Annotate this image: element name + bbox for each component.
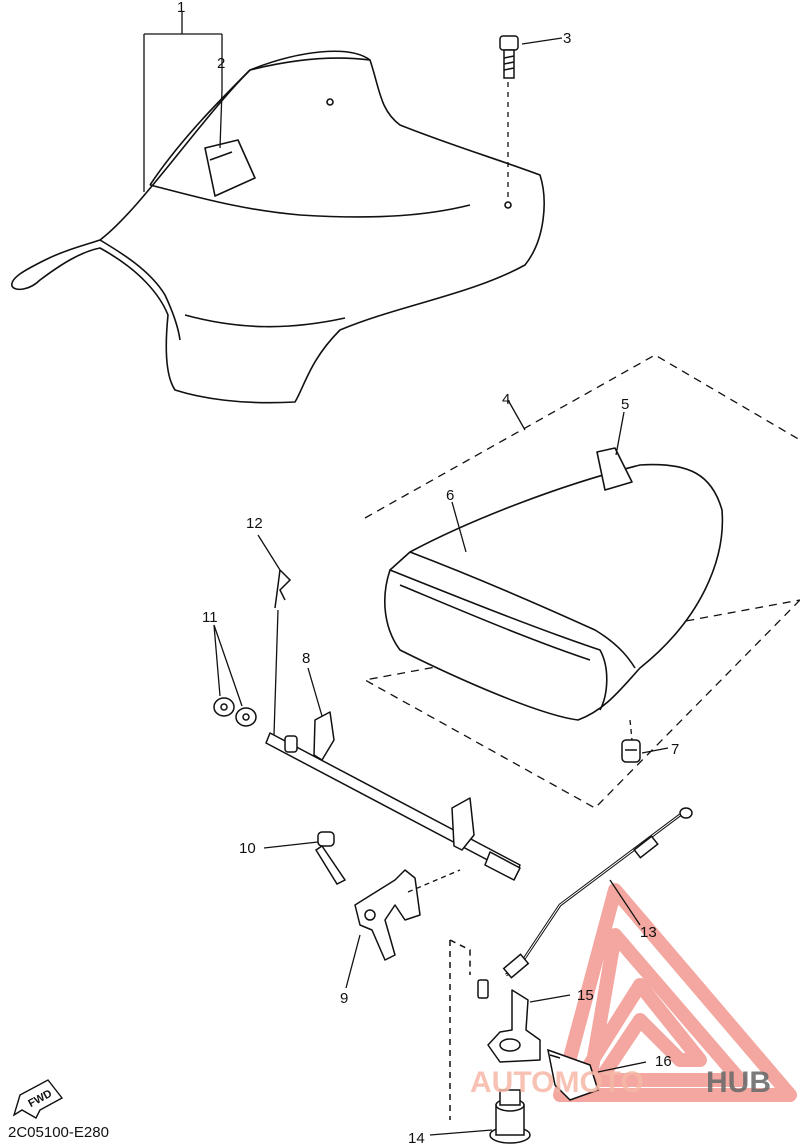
- watermark-text-a: AUTOMOTO: [470, 1066, 644, 1099]
- part-number-6: 6: [446, 487, 455, 504]
- part-number-7: 7: [671, 741, 680, 758]
- part-number-9: 9: [340, 990, 349, 1007]
- bolt-part-3: [499, 35, 519, 79]
- damper-part-7: [621, 739, 641, 763]
- bracket-part-9: [354, 869, 421, 961]
- part-number-4: 4: [502, 391, 511, 408]
- leader-lines: [143, 12, 669, 1136]
- part-number-12: 12: [246, 515, 263, 532]
- part-number-11: 11: [202, 609, 218, 626]
- part-number-3: 3: [563, 30, 572, 47]
- part-number-10: 10: [239, 840, 256, 857]
- plate-part-15: [487, 989, 541, 1063]
- part-number-8: 8: [302, 650, 311, 667]
- seat-part-1: [11, 50, 545, 404]
- cable-part-13: [502, 807, 693, 979]
- rod-part-8: [265, 711, 521, 881]
- bolt-part-10: [314, 831, 347, 885]
- diagram-code: 2C05100-E280: [8, 1124, 109, 1141]
- part-number-5: 5: [621, 396, 630, 413]
- part-number-13: 13: [640, 924, 657, 941]
- watermark-text-b: HUB: [706, 1066, 771, 1099]
- part-number-1: 1: [177, 0, 186, 16]
- clip-part-12: [274, 569, 292, 609]
- part-number-14: 14: [408, 1130, 425, 1147]
- part-number-15: 15: [577, 987, 594, 1004]
- bracket-part-16: [547, 1048, 599, 1101]
- collars-part-11: [213, 697, 257, 727]
- part-number-2: 2: [217, 55, 226, 72]
- part-number-16: 16: [655, 1053, 672, 1070]
- lock-part-14: [449, 939, 531, 1144]
- fwd-arrow-icon: FWD: [12, 1079, 64, 1119]
- pillion-seat-part-4: [384, 447, 724, 721]
- watermark-logo: [553, 883, 797, 1102]
